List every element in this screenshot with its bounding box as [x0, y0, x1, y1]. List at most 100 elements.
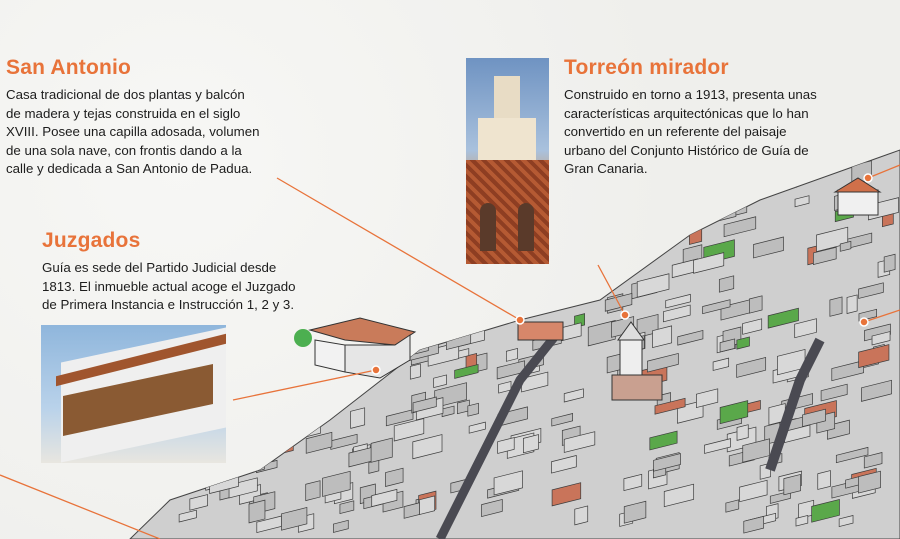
building-block: [443, 150, 457, 167]
building-block: [416, 249, 443, 270]
juzgados-building: [294, 317, 417, 379]
building-block: [322, 470, 351, 497]
building-block: [601, 179, 616, 191]
building-block: [748, 295, 763, 314]
building-block: [228, 477, 258, 499]
text-line: XVIII. Posee una capilla adosada, volume…: [6, 124, 260, 140]
building-block: [467, 402, 479, 417]
callout-line-juzgados: [232, 369, 377, 401]
building-block: [343, 183, 366, 209]
building-block: [305, 480, 321, 502]
building-block: [312, 234, 344, 254]
building-block: [350, 169, 368, 188]
text-line: Construido en torno a 1913, presenta una…: [564, 87, 817, 102]
street: [765, 337, 825, 472]
building-block: [410, 163, 442, 184]
torreon-description: Construido en torno a 1913, presenta una…: [564, 86, 817, 179]
building-block: [743, 515, 765, 534]
marker-dot-juzgados[interactable]: [371, 365, 381, 375]
juzgados-title: Juzgados: [42, 229, 141, 252]
building-block: [258, 340, 280, 360]
building-block: [864, 323, 891, 342]
building-block: [693, 252, 725, 274]
building-block: [736, 336, 750, 350]
building-block: [654, 397, 686, 415]
building-block: [677, 330, 704, 346]
building-block: [802, 408, 826, 428]
building-block: [433, 173, 466, 200]
building-block: [664, 187, 694, 204]
building-block: [442, 191, 464, 209]
building-block: [304, 368, 335, 390]
marker-dot-right-mid[interactable]: [859, 317, 869, 327]
text-line: de madera y tejas construida en el siglo: [6, 105, 241, 121]
building-block: [412, 434, 443, 460]
building-block: [378, 203, 395, 222]
callout-line-right-mid: [863, 309, 900, 323]
juzgados-description: Guía es sede del Partido Judicial desde …: [42, 259, 296, 315]
building-block: [497, 437, 515, 454]
callout-line-right-top: [867, 164, 900, 179]
building-block: [267, 335, 299, 353]
building-block: [817, 470, 831, 490]
building-block: [366, 169, 381, 183]
building-block: [858, 470, 881, 494]
building-block: [192, 203, 223, 226]
building-block: [883, 253, 896, 273]
building-block: [795, 514, 809, 527]
building-block: [385, 467, 404, 487]
marker-dot-torreon[interactable]: [620, 310, 630, 320]
building-block: [719, 338, 736, 353]
building-block: [493, 470, 523, 496]
building-block: [606, 234, 623, 247]
building-block: [179, 192, 196, 211]
building-block: [646, 212, 665, 226]
building-block: [178, 509, 197, 523]
building-block: [416, 150, 447, 166]
building-block: [742, 318, 763, 335]
building-block: [329, 150, 358, 167]
building-block: [227, 229, 242, 251]
building-block: [368, 459, 380, 474]
building-block: [370, 437, 393, 463]
building-block: [146, 227, 180, 244]
building-block: [783, 474, 801, 496]
building-block: [839, 240, 852, 252]
building-block: [576, 197, 596, 214]
building-block: [258, 413, 282, 433]
building-block: [252, 453, 265, 473]
building-block: [863, 452, 883, 469]
building-block: [255, 437, 286, 456]
building-block: [647, 352, 679, 373]
building-block: [747, 175, 767, 200]
building-block: [296, 267, 324, 288]
building-block: [753, 236, 784, 259]
building-block: [409, 193, 437, 216]
building-block: [258, 409, 284, 433]
building-block: [623, 473, 643, 492]
building-block: [557, 269, 576, 288]
building-block: [441, 405, 455, 418]
building-block: [143, 213, 169, 228]
building-block: [704, 438, 731, 454]
building-block: [767, 307, 799, 329]
marker-dot-san-antonio[interactable]: [515, 315, 525, 325]
building-block: [636, 273, 670, 298]
building-block: [563, 388, 584, 403]
chapel-building: [833, 177, 882, 216]
building-block: [333, 216, 348, 234]
building-block: [718, 275, 735, 293]
building-block: [172, 219, 196, 236]
building-block: [397, 172, 423, 190]
building-block: [858, 344, 890, 369]
text-line: 1813. El inmueble actual acoge el Juzgad…: [42, 278, 296, 294]
building-block: [719, 400, 749, 425]
building-block: [385, 409, 414, 427]
marker-dot-right-top[interactable]: [863, 173, 873, 183]
building-block: [243, 394, 276, 418]
building-block: [218, 213, 236, 227]
building-block: [350, 407, 366, 429]
building-block: [291, 197, 319, 221]
building-block: [412, 396, 437, 413]
